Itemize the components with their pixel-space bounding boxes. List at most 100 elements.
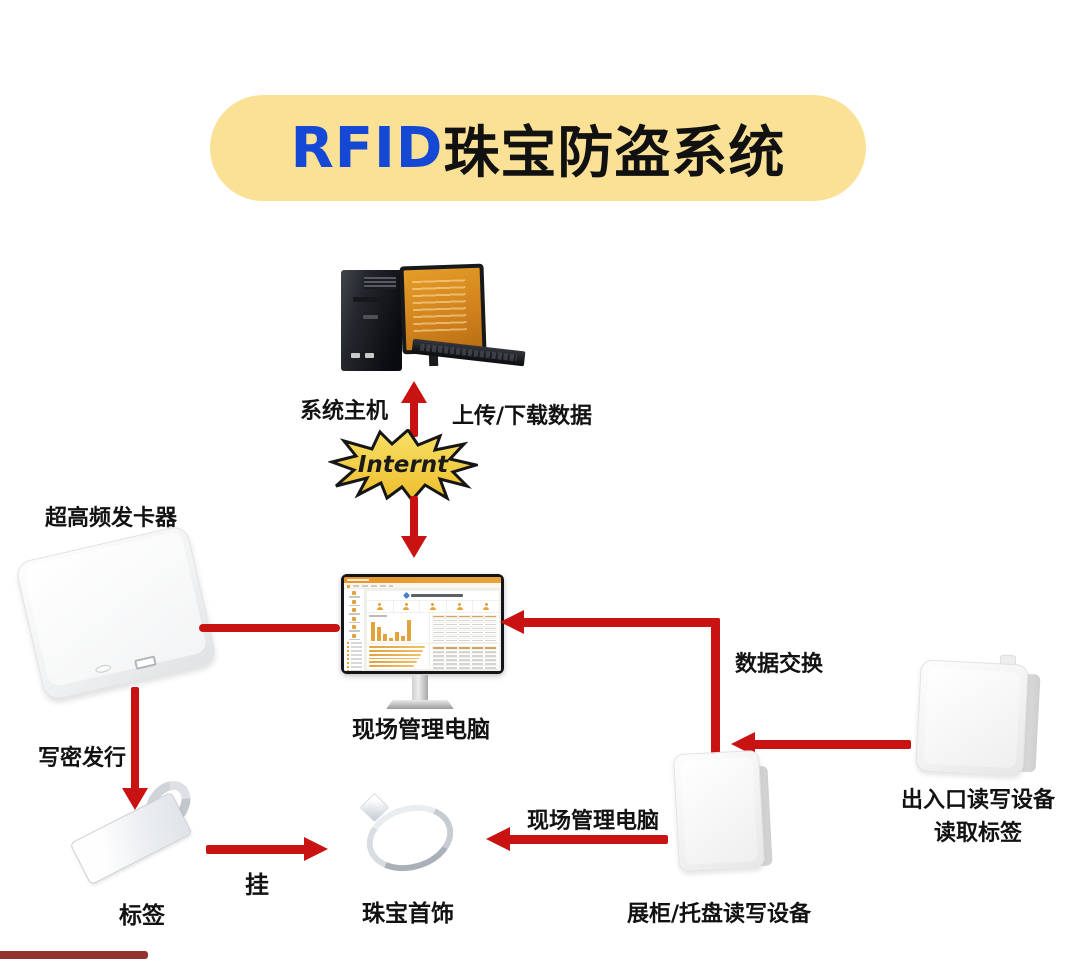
site-computer-stand-base bbox=[386, 700, 454, 709]
dash-el bbox=[344, 633, 364, 640]
dash-el bbox=[472, 627, 483, 630]
dash-el bbox=[433, 615, 444, 618]
dash-el bbox=[403, 606, 410, 610]
dashboard-middle-row bbox=[367, 613, 499, 644]
dash-el bbox=[485, 667, 496, 669]
dash-el bbox=[432, 658, 497, 663]
dash-el bbox=[344, 646, 364, 648]
dash-el bbox=[472, 639, 483, 642]
upload-download-label: 上传/下载数据 bbox=[452, 404, 593, 429]
gate-reader-label: 出入口读写设备 读取标签 bbox=[893, 784, 1063, 850]
dashboard-table-card bbox=[430, 613, 499, 644]
uhf-issuer-image bbox=[14, 524, 218, 702]
tag-label: 标签 bbox=[119, 903, 165, 929]
tower-vent bbox=[364, 277, 396, 289]
dash-el bbox=[432, 646, 497, 651]
dash-el bbox=[485, 647, 496, 649]
dash-el bbox=[446, 667, 457, 669]
dash-el bbox=[348, 613, 360, 615]
dash-el bbox=[433, 639, 444, 642]
dashboard-titlebar bbox=[344, 577, 501, 583]
write-issue-label: 写密发行 bbox=[38, 746, 127, 771]
arrow-internet-to-monitor-head bbox=[401, 536, 427, 558]
dash-el bbox=[446, 627, 457, 630]
dash-el bbox=[433, 619, 444, 622]
dash-el bbox=[432, 619, 497, 623]
dash-el bbox=[446, 631, 457, 634]
dash-el bbox=[352, 633, 356, 638]
gate-reader-label-line1: 出入口读写设备 bbox=[900, 788, 1055, 813]
dashboard-logo-icon bbox=[402, 591, 410, 600]
gate-reader-face bbox=[923, 667, 1021, 769]
dash-el bbox=[473, 601, 499, 612]
dash-el bbox=[472, 635, 483, 638]
dash-el bbox=[377, 627, 381, 642]
system-host-label: 系统主机 bbox=[300, 399, 389, 424]
dash-el bbox=[459, 623, 470, 626]
dash-el bbox=[459, 659, 470, 661]
dash-table1 bbox=[432, 615, 497, 643]
dash-el bbox=[433, 667, 444, 669]
dash-el bbox=[432, 631, 497, 635]
dash-el bbox=[485, 615, 496, 618]
dash-el bbox=[344, 608, 364, 615]
dash-el bbox=[433, 635, 444, 638]
arrow-site-computer-label: 现场管理电脑 bbox=[527, 809, 660, 834]
dash-el bbox=[446, 663, 457, 665]
hang-label: 挂 bbox=[245, 871, 269, 899]
dash-el bbox=[350, 658, 362, 660]
dash-el bbox=[432, 650, 497, 655]
dash-el bbox=[446, 601, 473, 612]
dash-hbars bbox=[369, 646, 427, 668]
dash-el bbox=[344, 599, 364, 606]
dashboard-menubar bbox=[344, 583, 501, 589]
dash-el bbox=[459, 635, 470, 638]
dash-el bbox=[352, 616, 356, 621]
dash-el bbox=[446, 639, 457, 642]
arrow-internet-to-host-head bbox=[401, 381, 427, 403]
connector-horizontal-shaft bbox=[522, 618, 720, 627]
dash-el bbox=[348, 630, 360, 632]
cropped-edge-fragment bbox=[0, 951, 148, 959]
dash-el bbox=[344, 625, 364, 632]
dash-el bbox=[393, 601, 420, 612]
dash-el bbox=[348, 596, 360, 598]
arrow-tag-to-jewelry-head bbox=[304, 837, 328, 861]
dash-el bbox=[432, 635, 497, 639]
dash-el bbox=[352, 625, 356, 629]
showcase-reader-face bbox=[680, 757, 758, 865]
dash-el bbox=[348, 621, 360, 623]
dash-el bbox=[344, 654, 364, 656]
site-computer-stand-neck bbox=[412, 675, 428, 701]
dashboard-hbar-chart-card bbox=[367, 644, 429, 669]
dash-el bbox=[350, 646, 362, 648]
dash-el bbox=[459, 639, 470, 642]
dash-el bbox=[347, 670, 349, 671]
dash-el bbox=[407, 620, 411, 642]
dash-el bbox=[376, 606, 383, 610]
dash-el bbox=[446, 651, 457, 653]
dash-el bbox=[432, 666, 497, 669]
dash-el bbox=[344, 650, 364, 652]
system-host-tower-image bbox=[341, 270, 402, 371]
dash-el bbox=[350, 642, 362, 644]
chart-title-line bbox=[369, 615, 387, 617]
arrow-gate-to-showcase-shaft bbox=[753, 740, 911, 749]
dash-el bbox=[472, 615, 483, 618]
dash-el bbox=[350, 654, 362, 656]
dash-el bbox=[433, 623, 444, 626]
dash-el bbox=[472, 663, 483, 665]
connector-vertical-shaft bbox=[711, 618, 720, 754]
dash-el bbox=[458, 603, 462, 607]
dash-el bbox=[485, 635, 496, 638]
dash-el bbox=[369, 657, 419, 660]
arrow-internet-to-monitor-shaft bbox=[410, 496, 418, 538]
dash-el bbox=[459, 647, 470, 649]
dash-el bbox=[352, 591, 356, 595]
internet-label: Internt bbox=[358, 452, 449, 478]
dash-el bbox=[433, 663, 444, 665]
dash-el bbox=[401, 636, 405, 642]
dash-el bbox=[432, 639, 497, 643]
dash-el bbox=[485, 619, 496, 622]
